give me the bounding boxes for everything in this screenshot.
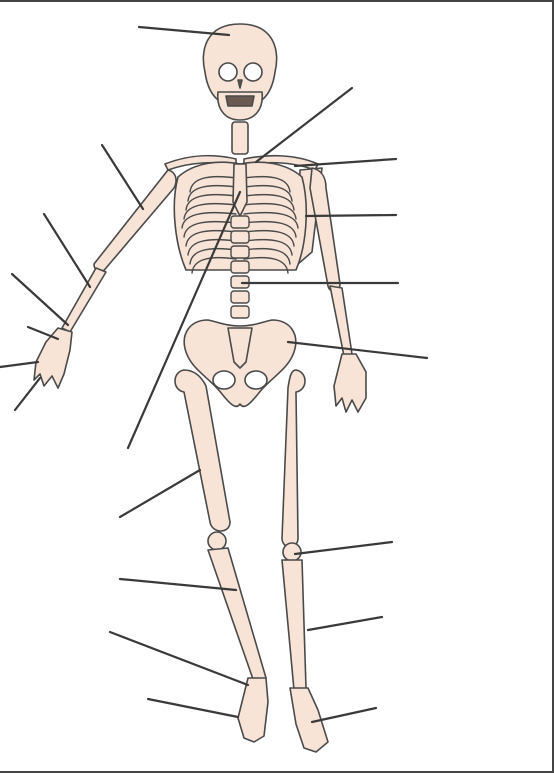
tibia-fibula-left — [208, 548, 266, 682]
leader-clavicle — [102, 145, 143, 209]
radius-ulna-right — [330, 286, 352, 356]
vertebra-2 — [231, 231, 249, 243]
leader-carpals — [0, 362, 38, 367]
leader-patella — [295, 542, 392, 554]
vertebra-3 — [231, 246, 249, 258]
eye-socket-right — [244, 63, 262, 81]
patella-right — [283, 543, 301, 561]
eye-socket-left — [219, 63, 237, 81]
vertebral-column — [231, 216, 249, 318]
leader-femur — [120, 470, 200, 517]
leader-cervical — [256, 88, 352, 162]
leader-radius — [12, 274, 68, 325]
foot-left — [238, 678, 268, 742]
leader-ribs — [306, 215, 396, 216]
skeleton — [34, 24, 366, 752]
leader-metatarsals-right — [312, 708, 376, 722]
vertebra-7 — [231, 306, 249, 318]
cervical-vertebrae — [232, 122, 248, 154]
leader-humerus — [44, 214, 90, 287]
leader-tarsals — [110, 632, 248, 685]
tibia-fibula-right — [282, 560, 306, 690]
vertebra-1 — [231, 216, 249, 228]
obturator-right — [245, 371, 267, 389]
femur-right — [282, 370, 305, 547]
vertebra-6 — [231, 291, 249, 303]
hand-right — [334, 354, 366, 412]
skull — [203, 24, 276, 120]
vertebra-4 — [231, 261, 249, 273]
leader-phalanges-hand — [15, 378, 40, 410]
leader-metatarsals-left — [148, 699, 238, 717]
humerus-left — [94, 170, 176, 271]
teeth — [226, 96, 254, 106]
obturator-left — [213, 371, 235, 389]
patella-left — [208, 532, 226, 550]
leader-fibula — [308, 617, 382, 630]
